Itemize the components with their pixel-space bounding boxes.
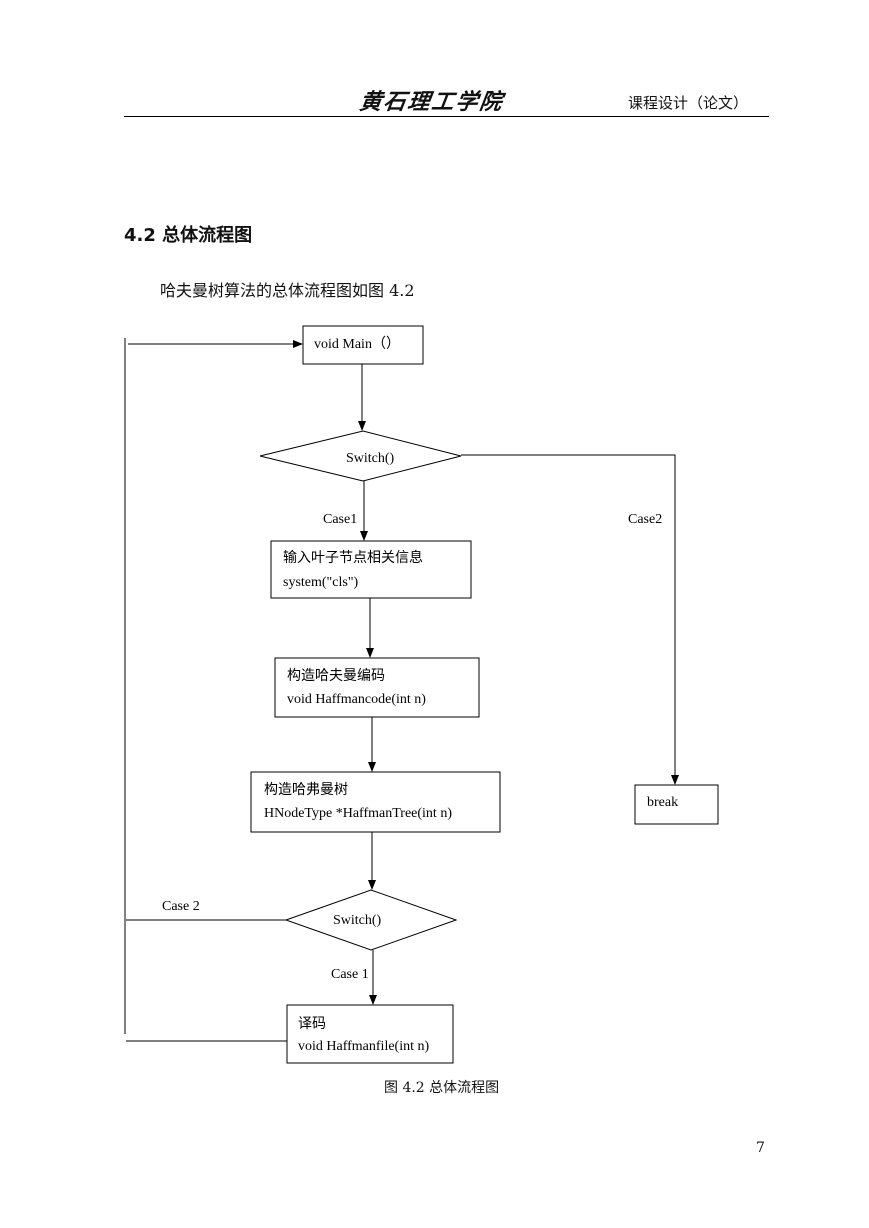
switch2-label: Switch() bbox=[333, 913, 382, 928]
input-box-line2: system("cls") bbox=[283, 575, 359, 590]
break-box bbox=[634, 784, 719, 825]
case2-label: Case2 bbox=[628, 512, 662, 527]
main-box-label: void Main（） bbox=[314, 336, 400, 352]
break-box-label: break bbox=[647, 795, 678, 810]
switch2-diamond bbox=[284, 889, 458, 951]
section-heading: 4.2 总体流程图 bbox=[124, 225, 253, 246]
decode-box bbox=[286, 1004, 454, 1064]
tree-box-line1: 构造哈弗曼树 bbox=[264, 782, 348, 798]
decode-box-line1: 译码 bbox=[298, 1016, 326, 1032]
decode-box-line2: void Haffmanfile(int n) bbox=[298, 1039, 429, 1054]
intro-paragraph: 哈夫曼树算法的总体流程图如图 4.2 bbox=[160, 281, 415, 300]
case1-bottom-label: Case 1 bbox=[331, 967, 369, 982]
case1-label: Case1 bbox=[323, 512, 357, 527]
input-box-line1: 输入叶子节点相关信息 bbox=[283, 549, 423, 566]
header-rule bbox=[124, 116, 769, 117]
switch1-label: Switch() bbox=[346, 451, 395, 466]
switch1-case2-line bbox=[461, 454, 679, 785]
tree-box-line2: HNodeType *HaffmanTree(int n) bbox=[264, 806, 452, 821]
tree-box bbox=[250, 771, 501, 833]
input-box bbox=[270, 540, 472, 599]
code-box-line1: 构造哈夫曼编码 bbox=[287, 668, 385, 684]
switch1-diamond bbox=[259, 430, 462, 482]
page-number: 7 bbox=[756, 1140, 765, 1156]
case2-left-label: Case 2 bbox=[162, 899, 200, 914]
document-type: 课程设计（论文） bbox=[628, 94, 749, 112]
code-box bbox=[274, 657, 480, 718]
code-box-line2: void Haffmancode(int n) bbox=[287, 692, 426, 707]
main-box bbox=[302, 325, 424, 365]
figure-caption: 图 4.2 总体流程图 bbox=[384, 1080, 500, 1096]
